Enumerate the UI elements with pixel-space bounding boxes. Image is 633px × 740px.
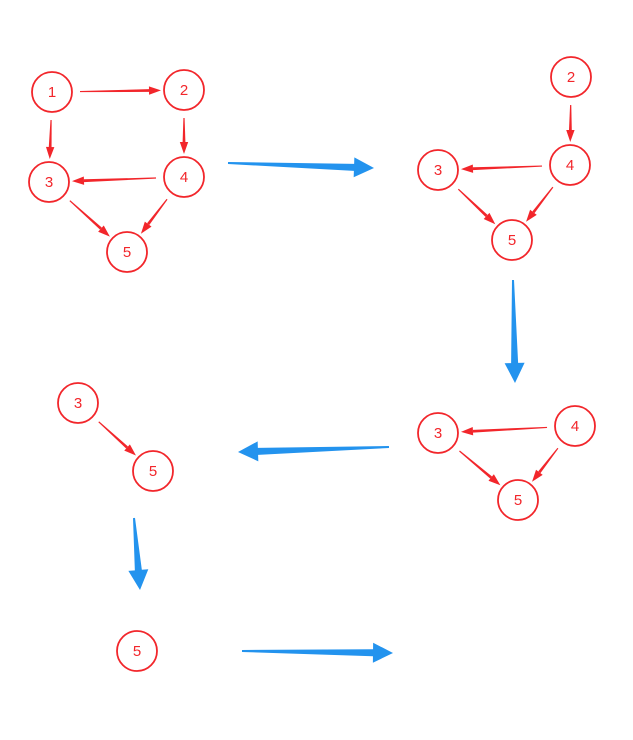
node-a-3: 3	[28, 161, 70, 203]
step-arrows-layer	[128, 157, 525, 663]
node-circle	[163, 69, 205, 111]
node-circle	[417, 412, 459, 454]
arrow-down-icon	[504, 279, 525, 383]
edge-b-4-to-3	[460, 164, 543, 173]
node-label: 3	[434, 162, 442, 179]
node-c-4: 4	[554, 405, 596, 447]
edge-d-3-to-5	[98, 421, 136, 456]
node-circle	[106, 231, 148, 273]
arrow-right-icon	[227, 157, 374, 178]
node-label: 5	[123, 244, 131, 261]
node-circle	[31, 71, 73, 113]
nodes-layer: 1 2 3 4 5 2 3 4 5 3 4 5 3 5 5	[28, 56, 596, 672]
node-b-3: 3	[417, 149, 459, 191]
node-label: 4	[571, 418, 579, 435]
node-label: 5	[149, 463, 157, 480]
node-b-4: 4	[549, 144, 591, 186]
node-circle	[116, 630, 158, 672]
node-label: 3	[45, 174, 53, 191]
edge-b-4-to-5	[526, 186, 554, 222]
edge-a-1-to-3	[45, 119, 55, 160]
node-circle	[550, 56, 592, 98]
node-label: 4	[180, 169, 188, 186]
edge-b-2-to-4	[566, 104, 575, 143]
node-label: 5	[508, 232, 516, 249]
arrow-left-icon	[238, 441, 390, 462]
node-circle	[497, 479, 539, 521]
edge-a-2-to-4	[179, 118, 189, 154]
node-label: 2	[567, 69, 575, 86]
node-label: 2	[180, 82, 188, 99]
node-circle	[163, 156, 205, 198]
edge-a-4-to-3	[71, 176, 157, 185]
node-label: 5	[133, 643, 141, 660]
node-label: 3	[434, 425, 442, 442]
node-label: 5	[514, 492, 522, 509]
node-circle	[417, 149, 459, 191]
edge-a-1-to-2	[79, 86, 162, 95]
node-a-1: 1	[31, 71, 73, 113]
node-a-4: 4	[163, 156, 205, 198]
edge-c-4-to-3	[460, 426, 548, 436]
node-e-5: 5	[116, 630, 158, 672]
node-circle	[554, 405, 596, 447]
edge-c-4-to-5	[532, 447, 559, 482]
node-circle	[549, 144, 591, 186]
edge-a-3-to-5	[69, 200, 110, 237]
node-d-5: 5	[132, 450, 174, 492]
arrow-right-icon	[241, 642, 393, 663]
node-label: 1	[48, 84, 56, 101]
node-a-5: 5	[106, 231, 148, 273]
node-d-3: 3	[57, 382, 99, 424]
edges-layer	[45, 86, 575, 486]
node-circle	[28, 161, 70, 203]
node-circle	[57, 382, 99, 424]
edge-c-3-to-5	[459, 450, 501, 486]
node-label: 3	[74, 395, 82, 412]
node-b-5: 5	[491, 219, 533, 261]
node-b-2: 2	[550, 56, 592, 98]
edge-a-4-to-5	[140, 198, 168, 234]
node-circle	[491, 219, 533, 261]
node-c-5: 5	[497, 479, 539, 521]
node-a-2: 2	[163, 69, 205, 111]
node-circle	[132, 450, 174, 492]
edge-b-3-to-5	[457, 188, 496, 225]
node-label: 4	[566, 157, 574, 174]
node-c-3: 3	[417, 412, 459, 454]
arrow-down-icon	[128, 517, 149, 590]
